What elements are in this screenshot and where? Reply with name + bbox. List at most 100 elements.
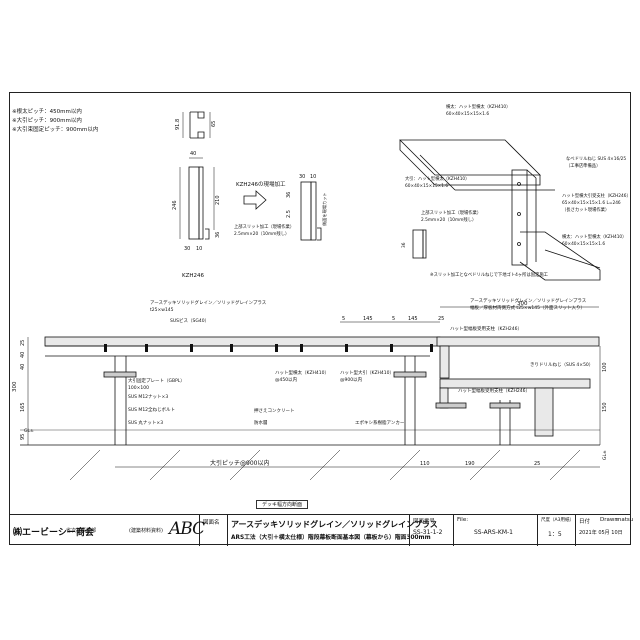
iso-callout-3: なべドリルねじ SUS 4×16/25 xyxy=(566,155,626,162)
title-block: ㈱エービーシー商会 省次材事業部 (建築材料資料) ABC 図面名 アースデッキ… xyxy=(9,514,634,546)
name-label-cell: 図面名 xyxy=(199,515,227,546)
label-screw: SUSビス（SG40） xyxy=(170,317,209,324)
dim-40: 40 xyxy=(20,352,26,358)
assoc-label: (建築材料資料) xyxy=(129,528,163,534)
label-hat-support: ハット型幅板受用支柱（KZH246） xyxy=(450,325,522,332)
date-cell: 日付 Drawn matsu 2021年 05月 10日 xyxy=(575,515,634,546)
scale-cell: 尺度（A3用紙） 1：5 xyxy=(537,515,575,546)
note-3: ※大引束固定ピッチ：900mm以内 xyxy=(12,125,98,133)
drawn-by: matsu xyxy=(616,517,634,523)
dim-10: 10 xyxy=(196,246,202,252)
iso-callout-6: 横太：ハット型横太（KZH410） xyxy=(562,233,626,240)
label-concrete: 押さえコンクリート xyxy=(254,407,295,414)
dim-10b: 10 xyxy=(310,174,316,180)
label-deck2-sub: 幅板／厚板材両側方式 t25×w145（外面スリット入り） xyxy=(470,304,585,311)
dim-glmark: GL± xyxy=(602,450,608,460)
label-glx: GL± xyxy=(24,428,34,434)
dim-top-0: 5 xyxy=(342,316,345,322)
label-pitch: 大引ピッチ@900以内 xyxy=(210,459,269,467)
label-upper-slit: 上部スリット加工（現場作業） xyxy=(234,223,294,230)
company-cell: ㈱エービーシー商会 省次材事業部 (建築材料資料) ABC xyxy=(9,515,205,546)
dim-300v: 300 xyxy=(12,381,18,392)
iso-dim-36: 36 xyxy=(401,242,407,248)
label-adjust-plate2: 100×100 xyxy=(128,385,149,391)
dim-30: 30 xyxy=(184,246,190,252)
file-name: SS-ARS-KM-1 xyxy=(474,529,513,536)
label-cut: KZH246の現場加工 xyxy=(236,180,286,188)
dim-36b: 36 xyxy=(286,192,292,198)
dim-2-5: 2.5 xyxy=(286,210,292,218)
label-bolt-nut: SUS M12ナット×3 xyxy=(128,394,168,400)
dim-40: 40 xyxy=(190,151,196,157)
dim-top-3: 145 xyxy=(408,316,418,322)
dim-300: 300 xyxy=(517,301,528,307)
dim-190: 190 xyxy=(465,461,475,467)
label-hat-beam: ハット型大引（KZH410） xyxy=(340,369,394,376)
label-hat-joist2: @450以内 xyxy=(275,376,298,383)
label-hat-joist: ハット型横太（KZH410） xyxy=(275,369,329,376)
drawing-no-label: 図面番号 xyxy=(413,519,436,525)
iso-callout-5c: （長さカット現場作業） xyxy=(562,206,609,213)
iso-callout-5b: 65×40×15×15×1.6 L=246 xyxy=(562,200,621,206)
iso-callout-6b: 60×40×15×15×1.6 xyxy=(562,241,605,247)
label-deck-sub: t25×w145 xyxy=(150,307,174,313)
dim-25b: 25 xyxy=(534,461,540,467)
support-elevation xyxy=(179,157,215,240)
drawing-subtitle: ARS工法（大引＋横太仕様）階段幕板断面基本図（幕板から）階面300mm xyxy=(231,535,431,541)
date-value: 2021年 05月 10日 xyxy=(579,530,623,536)
company-sub: 省次材事業部 xyxy=(66,528,97,534)
iso-callout-4: 上部スリット加工（現場作業） xyxy=(421,209,481,216)
drawing-sheet xyxy=(9,92,631,545)
label-hat-beam2: @900以内 xyxy=(340,376,363,383)
label-anchor: エポキシ系樹脂アンカー xyxy=(355,419,405,426)
support-cut-profile xyxy=(300,181,322,241)
iso-callout-2: 大引：ハット型横太（KZH410） xyxy=(405,175,469,182)
dim-110: 110 xyxy=(420,461,430,467)
dim-30b: 30 xyxy=(299,174,305,180)
iso-callout-1: 横太：ハット型横太（KZH410） xyxy=(446,103,510,110)
iso-callout-2b: 60×40×15×15×1.6 xyxy=(405,183,448,189)
hat-profile-small xyxy=(182,111,211,139)
label-part: KZH246 xyxy=(182,273,205,279)
label-base: SUS 丸ナット×3 xyxy=(128,419,163,426)
dim-top-4: 25 xyxy=(438,316,444,322)
label-deck2: アースデッキソリッドグレイン／ソリッドグレインプラス xyxy=(470,297,587,304)
dim-top-2: 5 xyxy=(392,316,395,322)
dim-65: 65 xyxy=(211,121,217,127)
date-label: 日付 xyxy=(579,519,591,525)
file-label: File: xyxy=(457,517,469,523)
scale-label: 尺度（A3用紙） xyxy=(541,518,574,523)
drawing-no-cell: 図面番号 SS-31-1-2 xyxy=(409,515,453,546)
label-cut-part: 側面を現場カット xyxy=(321,192,328,226)
iso-callout-1b: 60×40×15×15×1.6 xyxy=(446,111,489,117)
iso-callout-5: ハット型横大引受支柱（KZH246） xyxy=(562,192,631,199)
drawing-name-cell: アースデッキソリッドグレイン／ソリッドグレインプラス ARS工法（大引＋横太仕様… xyxy=(227,515,438,546)
dim-150: 150 xyxy=(602,402,608,412)
product-title: アースデッキソリッドグレイン／ソリッドグレインプラス xyxy=(231,520,438,529)
dim-top-1: 145 xyxy=(363,316,373,322)
dim-246: 246 xyxy=(172,200,178,210)
label-deck: アースデッキソリッドグレイン／ソリッドグレインプラス xyxy=(150,299,267,306)
arrow-right-icon xyxy=(243,190,267,210)
label-hat-support2: ハット型幅板受用支柱（KZH246） xyxy=(458,387,530,394)
dim-95: 95 xyxy=(20,434,26,440)
dim-91-8: 91.8 xyxy=(175,119,181,130)
dim-36: 36 xyxy=(215,232,221,238)
label-drill-screw: きりドリルねじ（SUS 4×50） xyxy=(530,362,593,368)
label-bolt: SUS M12全ねじボルト xyxy=(128,406,175,413)
company-name: ㈱エービーシー商会 xyxy=(13,528,94,538)
dim-25: 25 xyxy=(20,340,26,346)
label-slit-size: 2.5mm×20（10mm残し） xyxy=(234,230,289,237)
dim-210: 210 xyxy=(215,195,221,205)
file-cell: File: SS-ARS-KM-1 xyxy=(453,515,537,546)
dim-165: 165 xyxy=(20,402,26,412)
section-drawing xyxy=(20,306,601,481)
drawn-label: Drawn xyxy=(600,517,618,523)
isometric-detail xyxy=(399,139,601,281)
dim-40b: 40 xyxy=(20,364,26,370)
label-waterproof: 防水層 xyxy=(254,419,268,426)
name-label: 図面名 xyxy=(203,520,220,526)
iso-note: ※スリット加工となべドリルねじで下地ゴト4ヶ所は固定施工 xyxy=(430,271,549,278)
dim-100: 100 xyxy=(602,362,608,372)
